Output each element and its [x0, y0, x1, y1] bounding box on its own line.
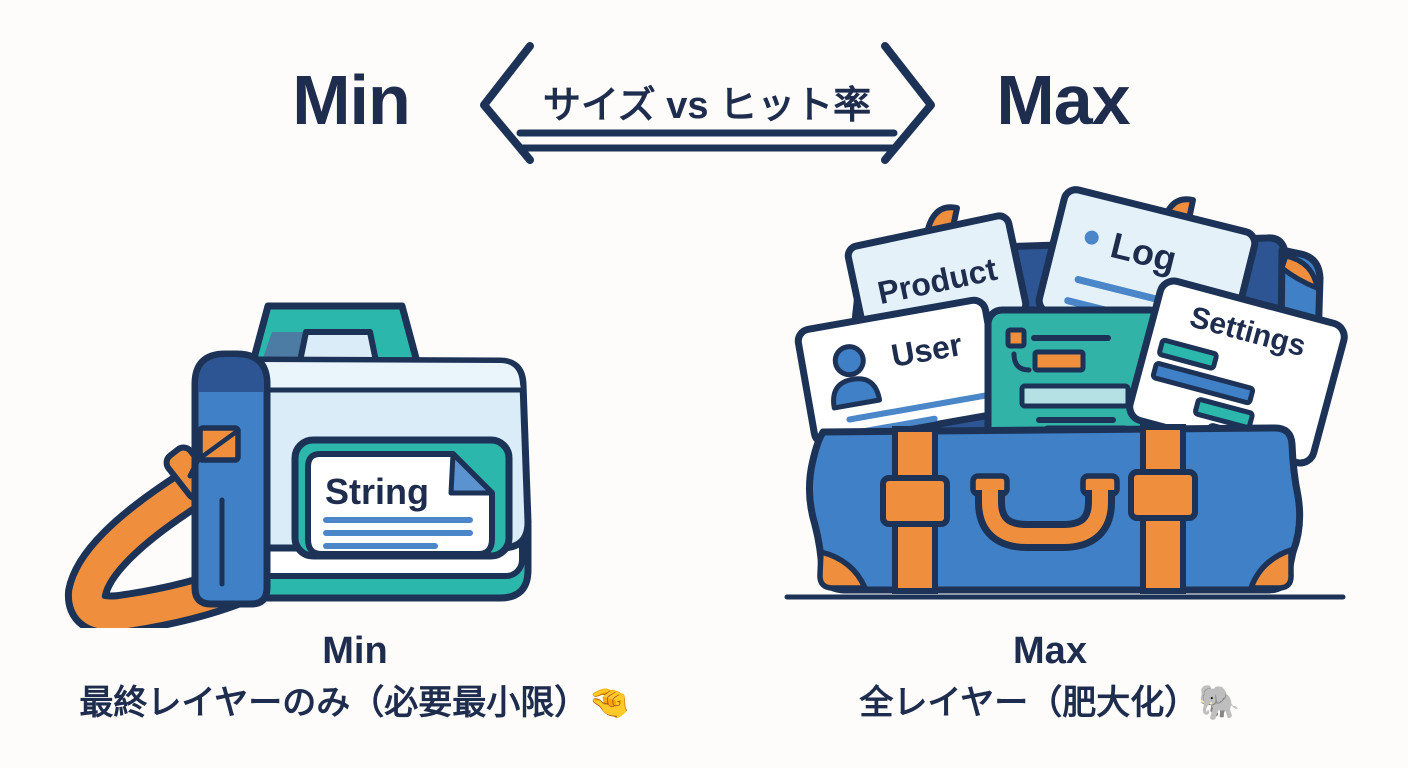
min-caption-title: Min [322, 630, 388, 672]
string-document-label: String [325, 471, 429, 512]
code-bracket [1011, 351, 1032, 373]
bag-strap [71, 473, 255, 628]
user-text-line [846, 391, 995, 423]
document-fold-corner [448, 451, 495, 496]
max-suitcase-illustration: Product Log User [784, 186, 1348, 600]
string-document [305, 451, 495, 557]
settings-bar [1157, 337, 1219, 371]
code-token [1005, 327, 1027, 349]
lid-corner-patch-top [1279, 253, 1320, 291]
code-bar [1019, 383, 1131, 409]
bag-flap-top [227, 362, 521, 389]
arrow-left-head [480, 42, 534, 164]
max-caption-sub: 全レイヤー（肥大化）🐘 [859, 684, 1241, 722]
arrow-shaft [516, 129, 898, 152]
min-caption: Min 最終レイヤーのみ（必要最小限）🤏 [30, 632, 680, 724]
case-handle [970, 473, 1120, 551]
arrow-label: サイズ vs ヒット率 [543, 84, 871, 127]
case-corner-patch-right [1248, 547, 1294, 591]
max-caption: Max 全レイヤー（肥大化）🐘 [730, 632, 1370, 724]
bag-side-panel-cap [198, 357, 264, 392]
header-max-label: Max [996, 61, 1130, 139]
case-corner-patch-left [817, 549, 868, 591]
code-token [1032, 349, 1086, 373]
settings-bar [1150, 361, 1256, 406]
min-bag-illustration: String [64, 302, 532, 628]
arrow-right-head [881, 42, 935, 164]
settings-bar [1192, 397, 1255, 430]
min-caption-sub: 最終レイヤーのみ（必要最小限）🤏 [79, 684, 631, 722]
header-min-label: Min [292, 61, 411, 139]
user-icon [832, 344, 866, 378]
case-buckle-right [1128, 469, 1198, 521]
user-icon-body [831, 376, 883, 411]
case-buckle-left [880, 475, 950, 527]
bag-buckle [187, 425, 241, 479]
log-bullet-dot [1084, 230, 1099, 245]
bag-side-panel [191, 350, 271, 608]
size-vs-hitrate-arrow: サイズ vs ヒット率 [480, 42, 935, 164]
max-caption-title: Max [1013, 630, 1087, 672]
